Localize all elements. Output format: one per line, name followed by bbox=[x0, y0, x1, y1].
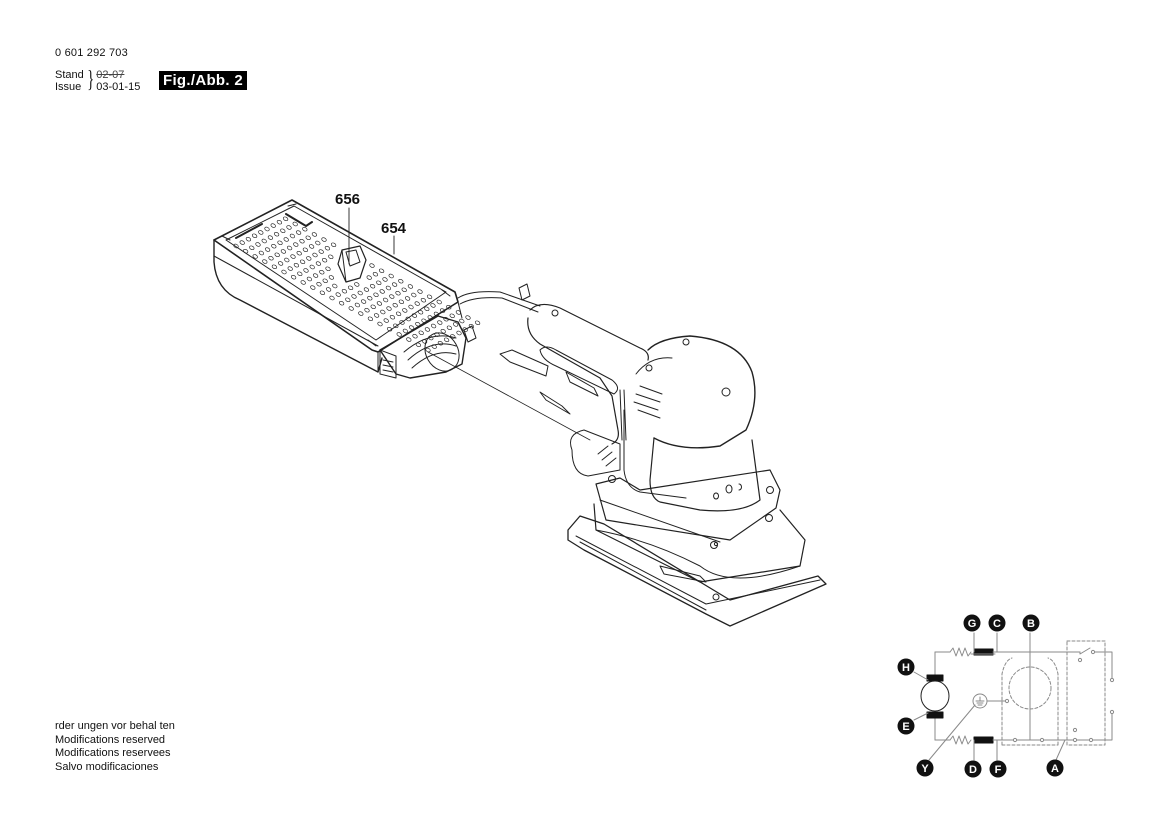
brace-icon: } bbox=[87, 67, 94, 93]
svg-text:E: E bbox=[902, 721, 909, 733]
issue-label: Issue bbox=[55, 81, 82, 93]
badge-D: D bbox=[964, 760, 982, 778]
badge-A: A bbox=[1046, 759, 1064, 777]
callout-654: 654 bbox=[381, 220, 407, 237]
wiring-diagram bbox=[913, 632, 1115, 761]
svg-text:B: B bbox=[1027, 618, 1035, 630]
figure-label: Fig./Abb. 2 bbox=[159, 71, 247, 90]
svg-text:H: H bbox=[902, 662, 910, 674]
badge-F: F bbox=[989, 760, 1007, 778]
lid-perforation-pattern bbox=[233, 216, 481, 353]
stand-issue-values: 02-07 03-01-15 bbox=[96, 69, 140, 93]
badge-Y: Y bbox=[916, 759, 934, 777]
modifications-notice: rder ungen vor behal ten Modifications r… bbox=[55, 720, 175, 774]
badge-G: G bbox=[963, 614, 981, 632]
dust-box-drawing bbox=[213, 199, 481, 379]
stand-issue-block: Stand Issue } 02-07 03-01-15 bbox=[55, 67, 140, 93]
svg-text:A: A bbox=[1051, 763, 1059, 775]
resistor-top bbox=[949, 647, 972, 657]
badge-B: B bbox=[1022, 614, 1040, 632]
modifications-line-en: Modifications reserved bbox=[55, 733, 166, 746]
modifications-line-fr: Modifications reservees bbox=[55, 747, 171, 759]
orbital-sander-drawing bbox=[457, 283, 827, 627]
wiring-badges: G C B H E Y D F A bbox=[897, 614, 1064, 778]
part-number: 0 601 292 703 bbox=[55, 47, 128, 59]
issue-value: 03-01-15 bbox=[96, 81, 141, 93]
badge-C: C bbox=[988, 614, 1006, 632]
modifications-line-de: rder ungen vor behal ten bbox=[55, 720, 175, 732]
stand-value: 02-07 bbox=[96, 69, 125, 81]
svg-text:G: G bbox=[968, 618, 977, 630]
svg-text:C: C bbox=[993, 618, 1001, 630]
svg-text:D: D bbox=[969, 764, 977, 776]
badge-E: E bbox=[897, 717, 915, 735]
svg-text:F: F bbox=[995, 764, 1002, 776]
stand-issue-labels: Stand Issue bbox=[55, 69, 84, 93]
resistor-bottom bbox=[949, 735, 972, 745]
badge-H: H bbox=[897, 658, 915, 676]
modifications-line-es: Salvo modificaciones bbox=[55, 760, 159, 773]
svg-text:Y: Y bbox=[921, 763, 929, 775]
stand-label: Stand bbox=[55, 69, 84, 81]
assembly-guide-line bbox=[427, 351, 591, 441]
callout-656: 656 bbox=[335, 191, 361, 208]
